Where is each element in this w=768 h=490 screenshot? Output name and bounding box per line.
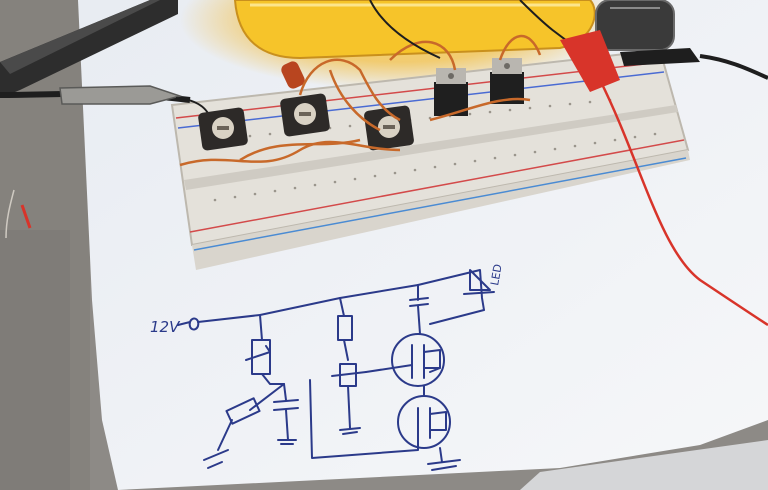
mosfet-1 <box>434 68 468 116</box>
black-clip-lead <box>620 48 768 80</box>
trimpot-1 <box>198 107 248 151</box>
trimpot-3 <box>364 105 414 151</box>
supply-voltage-label: 12V <box>150 318 181 336</box>
schematic-drawing <box>177 269 495 471</box>
led-label: LED <box>488 263 505 286</box>
tantalum-capacitor <box>281 61 305 89</box>
led-strip <box>233 0 596 60</box>
red-clip-lead <box>560 30 768 327</box>
mosfet-2 <box>490 58 524 104</box>
electrolytic-capacitor <box>595 0 675 51</box>
loose-wires <box>5 189 32 239</box>
paper-edge <box>520 440 768 490</box>
probe-cables <box>0 85 213 126</box>
trimpot-2 <box>280 93 330 137</box>
pen-tool <box>0 0 178 98</box>
orange-jumper-wires <box>179 34 542 167</box>
